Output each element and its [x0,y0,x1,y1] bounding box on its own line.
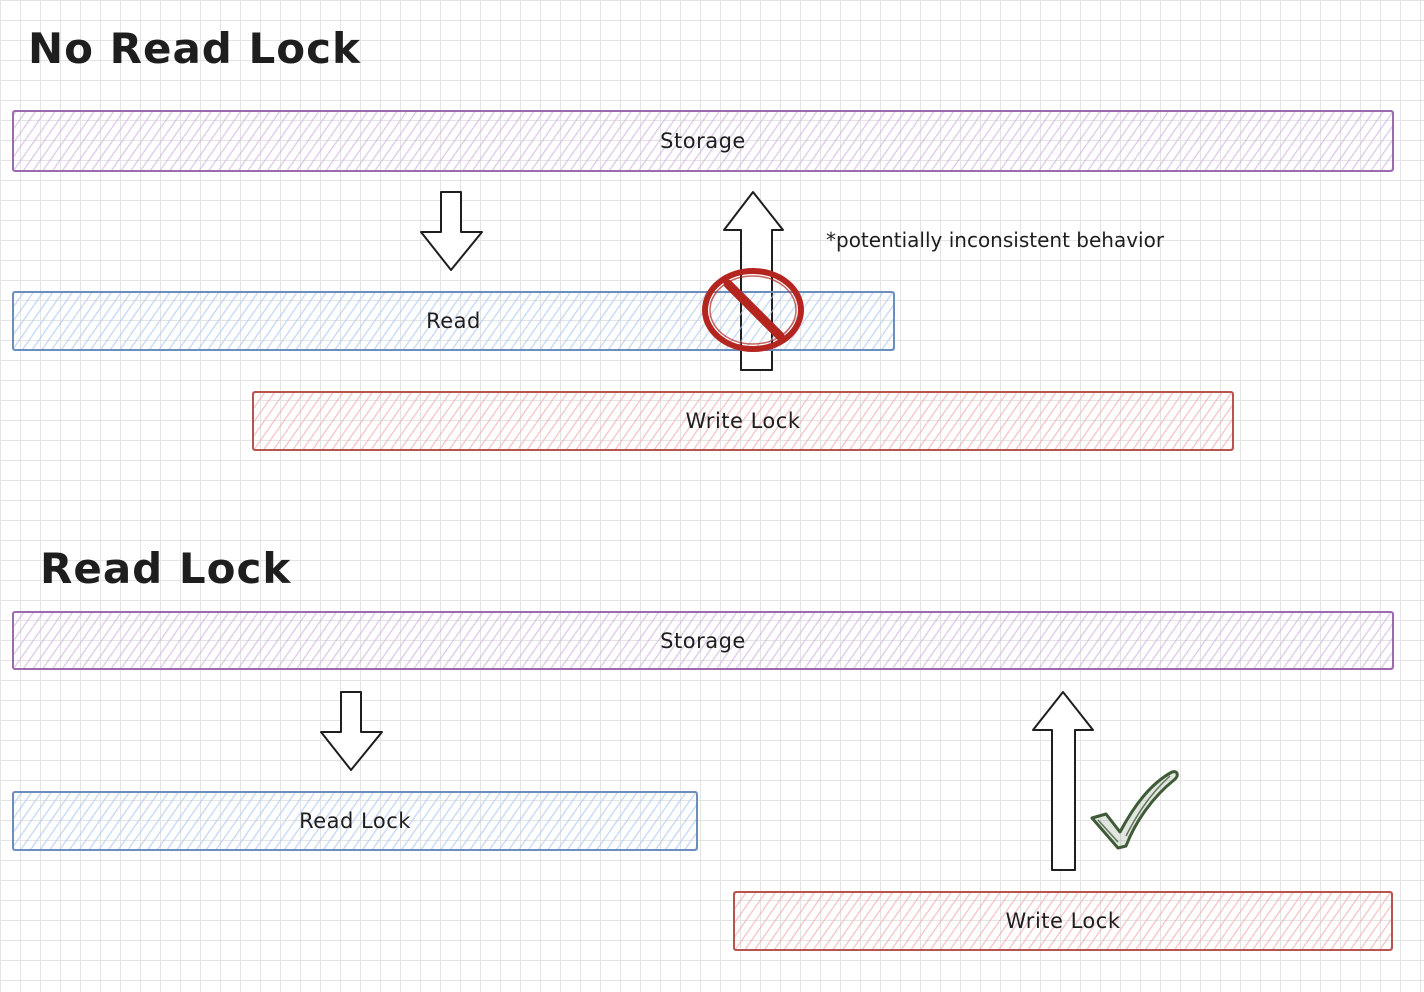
down-arrow-icon [320,691,383,771]
write-lock-label: Write Lock [685,409,801,433]
storage-label: Storage [660,129,746,153]
read-lock-bar: Read Lock [12,791,698,851]
prohibited-icon [702,268,804,352]
up-arrow-icon [1032,691,1094,871]
section-title-no-read-lock: No Read Lock [28,24,361,73]
read-label: Read [426,309,481,333]
write-lock-label: Write Lock [1005,909,1121,933]
inconsistency-note: *potentially inconsistent behavior [826,228,1165,252]
checkmark-icon [1090,770,1179,850]
read-lock-label: Read Lock [299,809,411,833]
storage-bar: Storage [12,110,1394,172]
write-lock-bar: Write Lock [252,391,1234,451]
storage-label: Storage [660,628,746,653]
down-arrow-icon [420,191,483,271]
section-title-read-lock: Read Lock [40,544,292,593]
storage-bar: Storage [12,611,1394,670]
write-lock-bar: Write Lock [733,891,1393,951]
